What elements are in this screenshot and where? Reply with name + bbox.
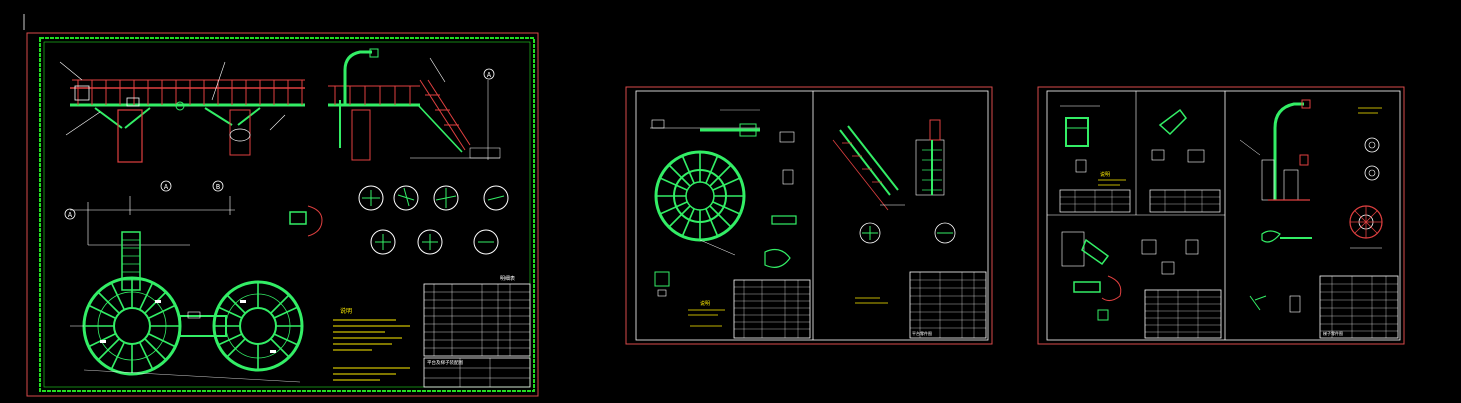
- drawing-sheet-2[interactable]: 说明: [625, 86, 993, 345]
- sheet-1-parts-table: 明细表 平台及梯子装配图: [423, 275, 531, 388]
- title-block-text: 平台零件图: [912, 330, 932, 336]
- sheet-2-small-details: [654, 131, 797, 297]
- sheet-2-right-notes: [855, 297, 888, 304]
- title-block-text: 梯子零件图: [1323, 330, 1343, 336]
- sheet-3-details-left: [1060, 105, 1205, 321]
- note-title: 说明: [340, 307, 352, 315]
- sheet-1-border: [26, 32, 539, 397]
- ladder-detail-view: [832, 119, 956, 244]
- sheet-1-notes: 说明: [333, 307, 410, 381]
- sheet-3-ladder-elevation: [1239, 99, 1383, 313]
- platform-elevation-view: [59, 61, 305, 163]
- grid-label: B: [216, 183, 220, 191]
- detail-circles: [358, 185, 509, 255]
- circular-platform-plan: [654, 150, 746, 256]
- bracket-detail: [289, 205, 323, 237]
- drawing-sheet-1[interactable]: A: [26, 32, 539, 397]
- drawing-sheet-3[interactable]: 说明: [1037, 86, 1405, 345]
- sheet-3-frame: [1046, 90, 1401, 341]
- table-title: 明细表: [500, 275, 515, 282]
- ladder-elevation-view: [328, 48, 501, 161]
- grid-marker-a-top: A: [483, 68, 495, 80]
- note-title: 说明: [1100, 171, 1110, 178]
- sheet-3-border: [1037, 86, 1405, 345]
- sheet-3-notes: 说明: [1098, 107, 1382, 186]
- grid-label: A: [487, 71, 492, 79]
- sheet-2-border: [625, 86, 993, 345]
- title-block-text: 平台及梯子装配图: [427, 359, 463, 366]
- note-title: 说明: [700, 300, 710, 307]
- grid-label: A: [164, 183, 169, 191]
- platform-plan-view: A A B: [64, 180, 304, 383]
- sheet-1-frame: [39, 37, 535, 392]
- grid-label: A: [68, 211, 73, 219]
- sheet-3-tables: [1059, 189, 1399, 339]
- platform-beam-detail: [650, 109, 760, 137]
- sheet-2-frame: [635, 90, 989, 341]
- sheet-2-notes: 说明: [688, 300, 725, 327]
- sheet-2-parts-table: [733, 271, 987, 339]
